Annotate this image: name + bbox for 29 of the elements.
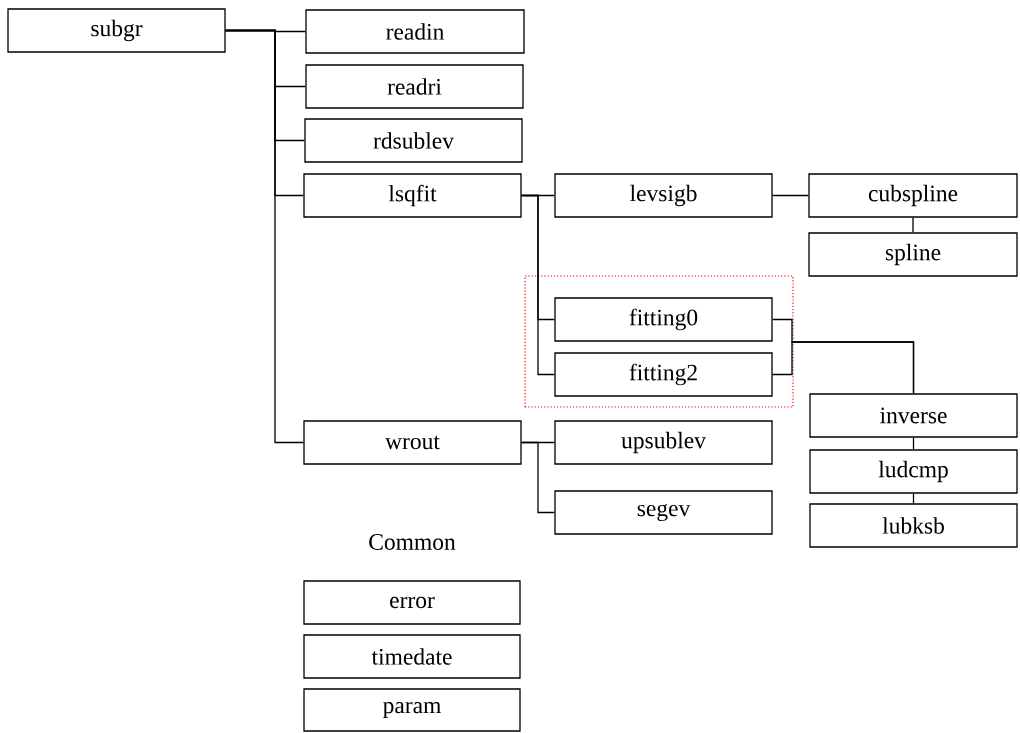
routine-box: timedate bbox=[303, 634, 521, 679]
routine-box: lubksb bbox=[809, 503, 1018, 548]
group-heading: Common bbox=[369, 534, 456, 550]
routine-box: error bbox=[303, 580, 521, 625]
routine-box: segev bbox=[554, 490, 773, 535]
routine-box: levsigb bbox=[554, 173, 773, 218]
dotted-frame bbox=[524, 275, 794, 408]
connector bbox=[521, 441, 555, 514]
routine-box: readri bbox=[305, 64, 524, 109]
routine-box: ludcmp bbox=[809, 449, 1018, 494]
routine-box: spline bbox=[808, 232, 1018, 277]
routine-box: readin bbox=[305, 9, 525, 54]
routine-box: fitting2 bbox=[554, 352, 773, 397]
connector bbox=[912, 493, 915, 504]
routine-box: lsqfit bbox=[303, 173, 522, 218]
routine-box: inverse bbox=[809, 393, 1018, 438]
routine-box: upsublev bbox=[554, 420, 773, 465]
connector bbox=[772, 194, 809, 197]
routine-box: fitting0 bbox=[554, 297, 773, 342]
routine-box: rdsublev bbox=[304, 118, 523, 163]
connector bbox=[912, 437, 915, 450]
connector bbox=[772, 341, 915, 394]
routine-box: wrout bbox=[303, 420, 522, 465]
routine-box: cubspline bbox=[808, 173, 1018, 218]
connector bbox=[225, 29, 304, 444]
connector bbox=[521, 194, 555, 376]
connector bbox=[912, 217, 914, 233]
routine-box: subgr bbox=[7, 8, 226, 53]
routine-box: param bbox=[303, 688, 521, 732]
